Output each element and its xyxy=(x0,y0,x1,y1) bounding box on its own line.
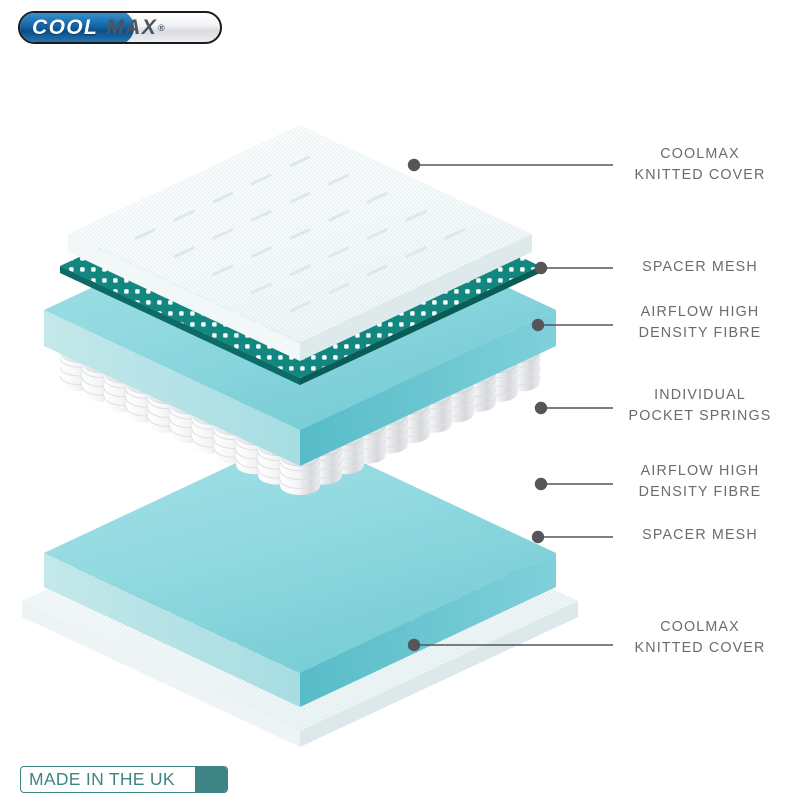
leader-dot xyxy=(407,158,421,172)
made-in-uk-badge: MADE IN THE UK xyxy=(20,766,228,793)
logo-blue-pill xyxy=(20,13,134,42)
layer-5-airflow-high-density-fibre xyxy=(44,433,556,707)
label-coolmax-knitted-cover-top: COOLMAX KNITTED COVER xyxy=(634,146,766,183)
leader-dot xyxy=(534,261,548,275)
leader-dot xyxy=(534,401,548,415)
leader-lines xyxy=(407,158,613,652)
registered-trademark-icon: ® xyxy=(158,22,167,33)
label-spacer-mesh-top: SPACER MESH xyxy=(642,259,758,275)
logo-wordmark: COOL MAX ® xyxy=(20,13,220,42)
leader-dot xyxy=(534,477,548,491)
logo-word-max: MAX xyxy=(106,15,158,39)
logo-word-cool: COOL xyxy=(32,15,99,39)
layer-1-coolmax-knitted-cover xyxy=(68,125,532,361)
badge-accent-block xyxy=(195,767,227,792)
label-airflow-fibre-bottom: AIRFLOW HIGH DENSITY FIBRE xyxy=(638,463,762,500)
coolmax-logo: COOL MAX ® xyxy=(18,11,222,44)
made-in-uk-text: MADE IN THE UK xyxy=(29,769,175,789)
leader-dot xyxy=(531,530,545,544)
label-airflow-fibre-top: AIRFLOW HIGH DENSITY FIBRE xyxy=(638,304,762,341)
label-spacer-mesh-bottom: SPACER MESH xyxy=(642,527,758,543)
leader-dot xyxy=(407,638,421,652)
leader-dot xyxy=(531,318,545,332)
label-individual-pocket-springs: INDIVIDUAL POCKET SPRINGS xyxy=(628,387,772,424)
label-coolmax-knitted-cover-bottom: COOLMAX KNITTED COVER xyxy=(634,619,766,656)
